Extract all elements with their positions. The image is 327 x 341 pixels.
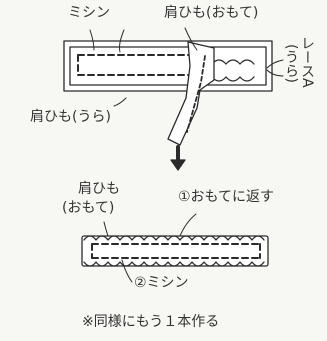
strap-front-outer [63,40,273,92]
label-step1-turn: ①おもてに返す [178,189,274,205]
label-strap-front: 肩ひも(おもて) [164,5,259,21]
strap-back-folded [167,41,215,146]
stitch-lines-top [77,54,206,76]
label-leader-lines [89,27,284,107]
finished-strap [81,235,269,267]
label-lace-reverse: (うら) [283,44,299,83]
label-front: (おもて) [62,200,115,216]
bottom-leader-lines [103,213,197,283]
stitch-lines-bottom [91,243,261,259]
footer-note: ※同様にもう１本作る [82,314,220,330]
strap-front-inner [69,46,267,86]
label-strap: 肩ひも [78,181,120,197]
label-step2-sew: ②ミシン [134,275,189,291]
label-strap-back: 肩ひも(うら) [30,109,111,125]
label-lace-a: レースA [299,36,315,88]
down-arrow-icon [170,145,186,171]
label-sewing-top: ミシン [68,5,110,21]
